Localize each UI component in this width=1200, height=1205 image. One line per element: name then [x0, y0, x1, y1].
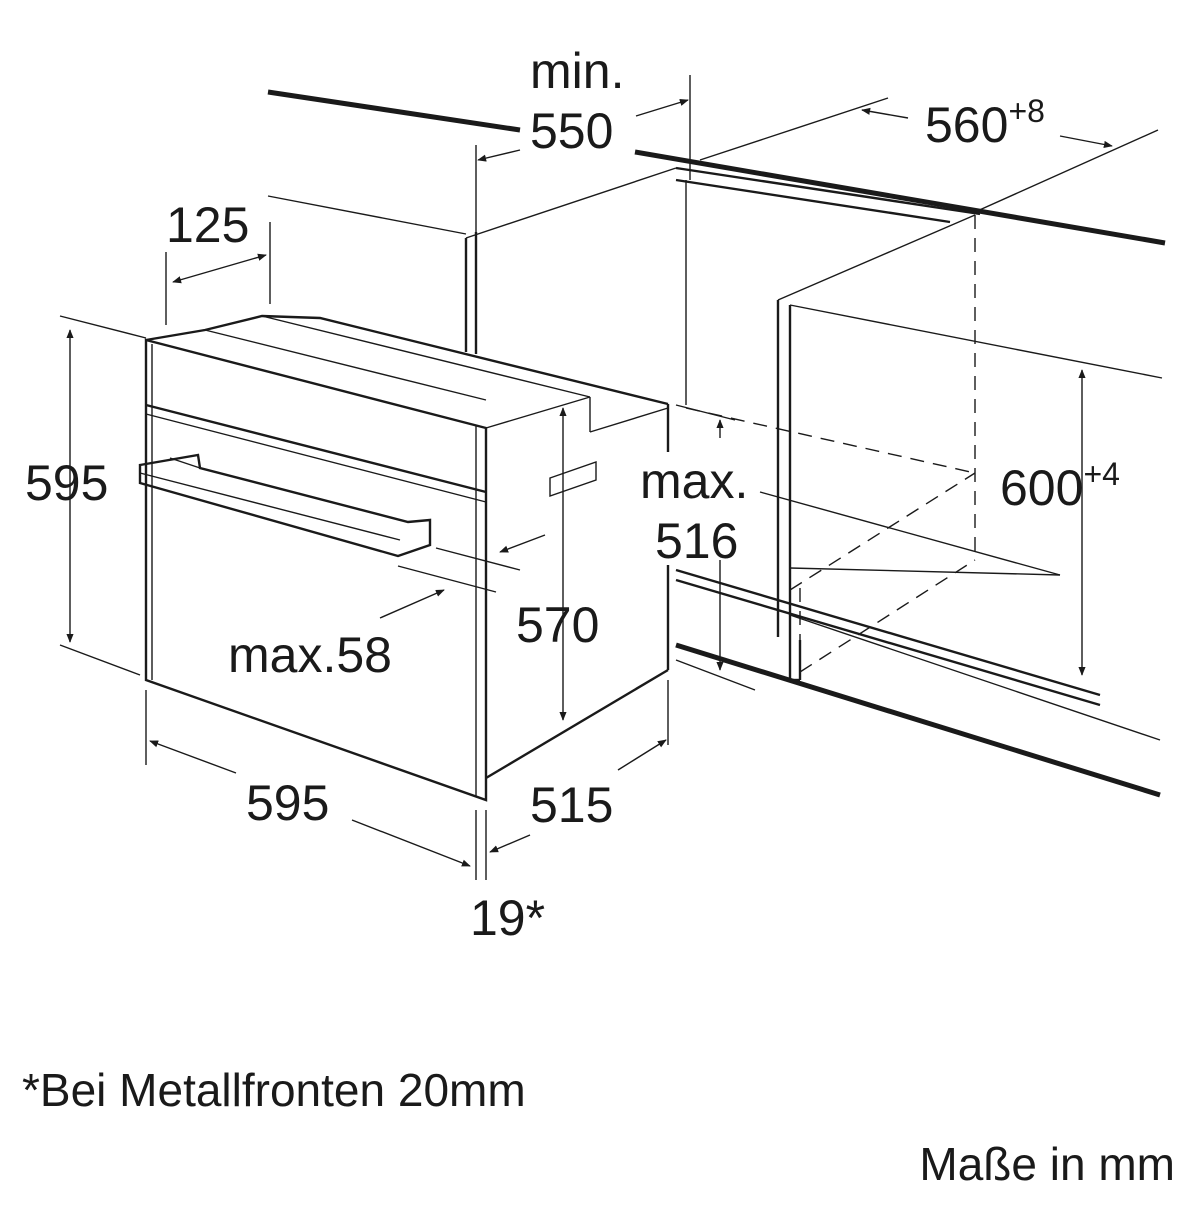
body-depth-label: 515 [530, 777, 613, 833]
max-label: max. [640, 453, 748, 509]
handle-depth-label: max.58 [228, 627, 392, 683]
front-width-label: 595 [246, 775, 329, 831]
min-value-label: 550 [530, 103, 613, 159]
niche-height-label: 600+4 [1000, 456, 1120, 516]
countertop [267, 89, 1166, 246]
max-value-label: 516 [655, 513, 738, 569]
dimension-lines [59, 75, 1113, 880]
top-depth-label: 125 [166, 197, 249, 253]
body-height-label: 570 [516, 597, 599, 653]
footnote: *Bei Metallfronten 20mm [22, 1064, 526, 1116]
dimension-labels: min. 550 560+8 125 595 max. 516 600+4 57… [25, 43, 1120, 946]
niche-cabinet [464, 167, 1163, 798]
min-label: min. [530, 43, 624, 99]
front-height-label: 595 [25, 455, 108, 511]
units-note: Maße in mm [919, 1138, 1175, 1190]
oven [138, 314, 670, 802]
niche-width-label: 560+8 [925, 93, 1045, 153]
front-thickness-label: 19* [470, 890, 545, 946]
